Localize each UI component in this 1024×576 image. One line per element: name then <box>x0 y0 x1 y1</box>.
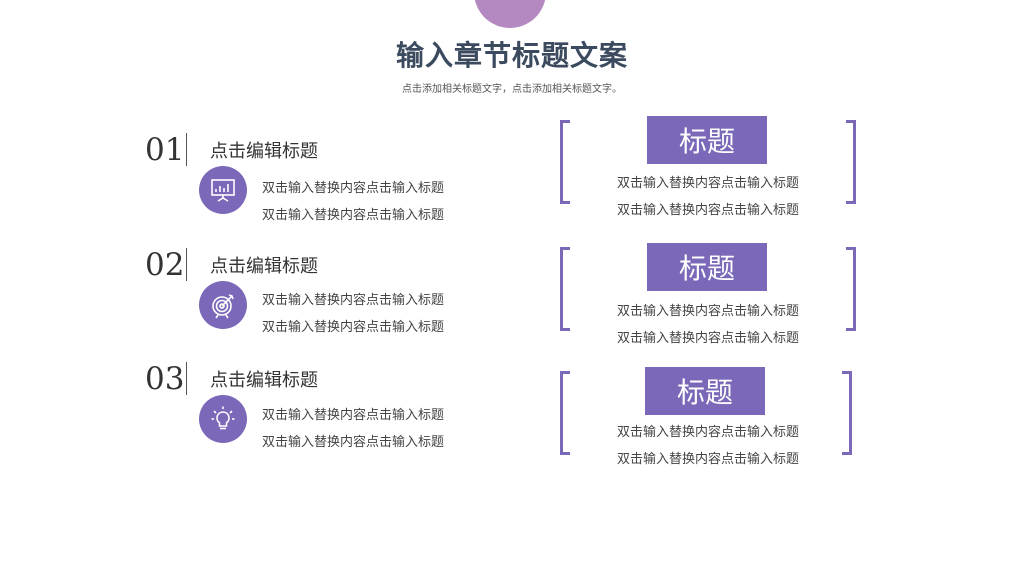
left-bracket <box>560 120 570 204</box>
left-bracket <box>560 371 570 455</box>
item-text-line[interactable]: 双击输入替换内容点击输入标题 <box>262 208 445 223</box>
right-item-1: 标题 双击输入替换内容点击输入标题 双击输入替换内容点击输入标题 <box>560 116 856 218</box>
presentation-board-icon <box>199 166 247 214</box>
right-bracket <box>846 247 856 331</box>
title-tag[interactable]: 标题 <box>647 116 767 164</box>
number-divider <box>186 248 187 281</box>
left-item-01: 01 点击编辑标题 双击输入替换内容点击输入标题 双击输入替换内容点击输入标题 <box>140 133 500 243</box>
item-text-line[interactable]: 双击输入替换内容点击输入标题 <box>616 304 799 319</box>
lightbulb-icon <box>199 395 247 443</box>
item-text-line[interactable]: 双击输入替换内容点击输入标题 <box>616 203 799 218</box>
title-tag[interactable]: 标题 <box>647 243 767 291</box>
item-number: 01 <box>145 132 185 168</box>
decorative-circle <box>474 0 546 28</box>
item-number: 02 <box>145 247 185 283</box>
item-text-line[interactable]: 双击输入替换内容点击输入标题 <box>262 181 445 196</box>
right-item-3: 标题 双击输入替换内容点击输入标题 双击输入替换内容点击输入标题 <box>560 367 856 467</box>
item-text-line[interactable]: 双击输入替换内容点击输入标题 <box>616 176 799 191</box>
right-bracket <box>846 120 856 204</box>
number-divider <box>186 362 187 395</box>
left-bracket <box>560 247 570 331</box>
item-text-line[interactable]: 双击输入替换内容点击输入标题 <box>616 425 799 440</box>
item-text-line[interactable]: 双击输入替换内容点击输入标题 <box>262 435 445 450</box>
item-text-line[interactable]: 双击输入替换内容点击输入标题 <box>262 408 445 423</box>
item-title[interactable]: 点击编辑标题 <box>210 370 318 391</box>
title-tag[interactable]: 标题 <box>645 367 765 415</box>
item-text-line[interactable]: 双击输入替换内容点击输入标题 <box>616 452 799 467</box>
item-number: 03 <box>145 361 185 397</box>
item-text-line[interactable]: 双击输入替换内容点击输入标题 <box>262 293 445 308</box>
page-subtitle[interactable]: 点击添加相关标题文字，点击添加相关标题文字。 <box>402 84 622 95</box>
item-title[interactable]: 点击编辑标题 <box>210 141 318 162</box>
number-divider <box>186 133 187 166</box>
right-bracket <box>842 371 852 455</box>
target-icon <box>199 281 247 329</box>
left-item-02: 02 点击编辑标题 双击输入替换内容点击输入标题 双击输入替换内容点击输入标题 <box>140 248 500 358</box>
left-item-03: 03 点击编辑标题 双击输入替换内容点击输入标题 双击输入替换内容点击输入标题 <box>140 362 500 472</box>
item-text-line[interactable]: 双击输入替换内容点击输入标题 <box>616 331 799 346</box>
item-title[interactable]: 点击编辑标题 <box>210 256 318 277</box>
page-title[interactable]: 输入章节标题文案 <box>395 39 628 72</box>
item-text-line[interactable]: 双击输入替换内容点击输入标题 <box>262 320 445 335</box>
right-item-2: 标题 双击输入替换内容点击输入标题 双击输入替换内容点击输入标题 <box>560 243 856 346</box>
